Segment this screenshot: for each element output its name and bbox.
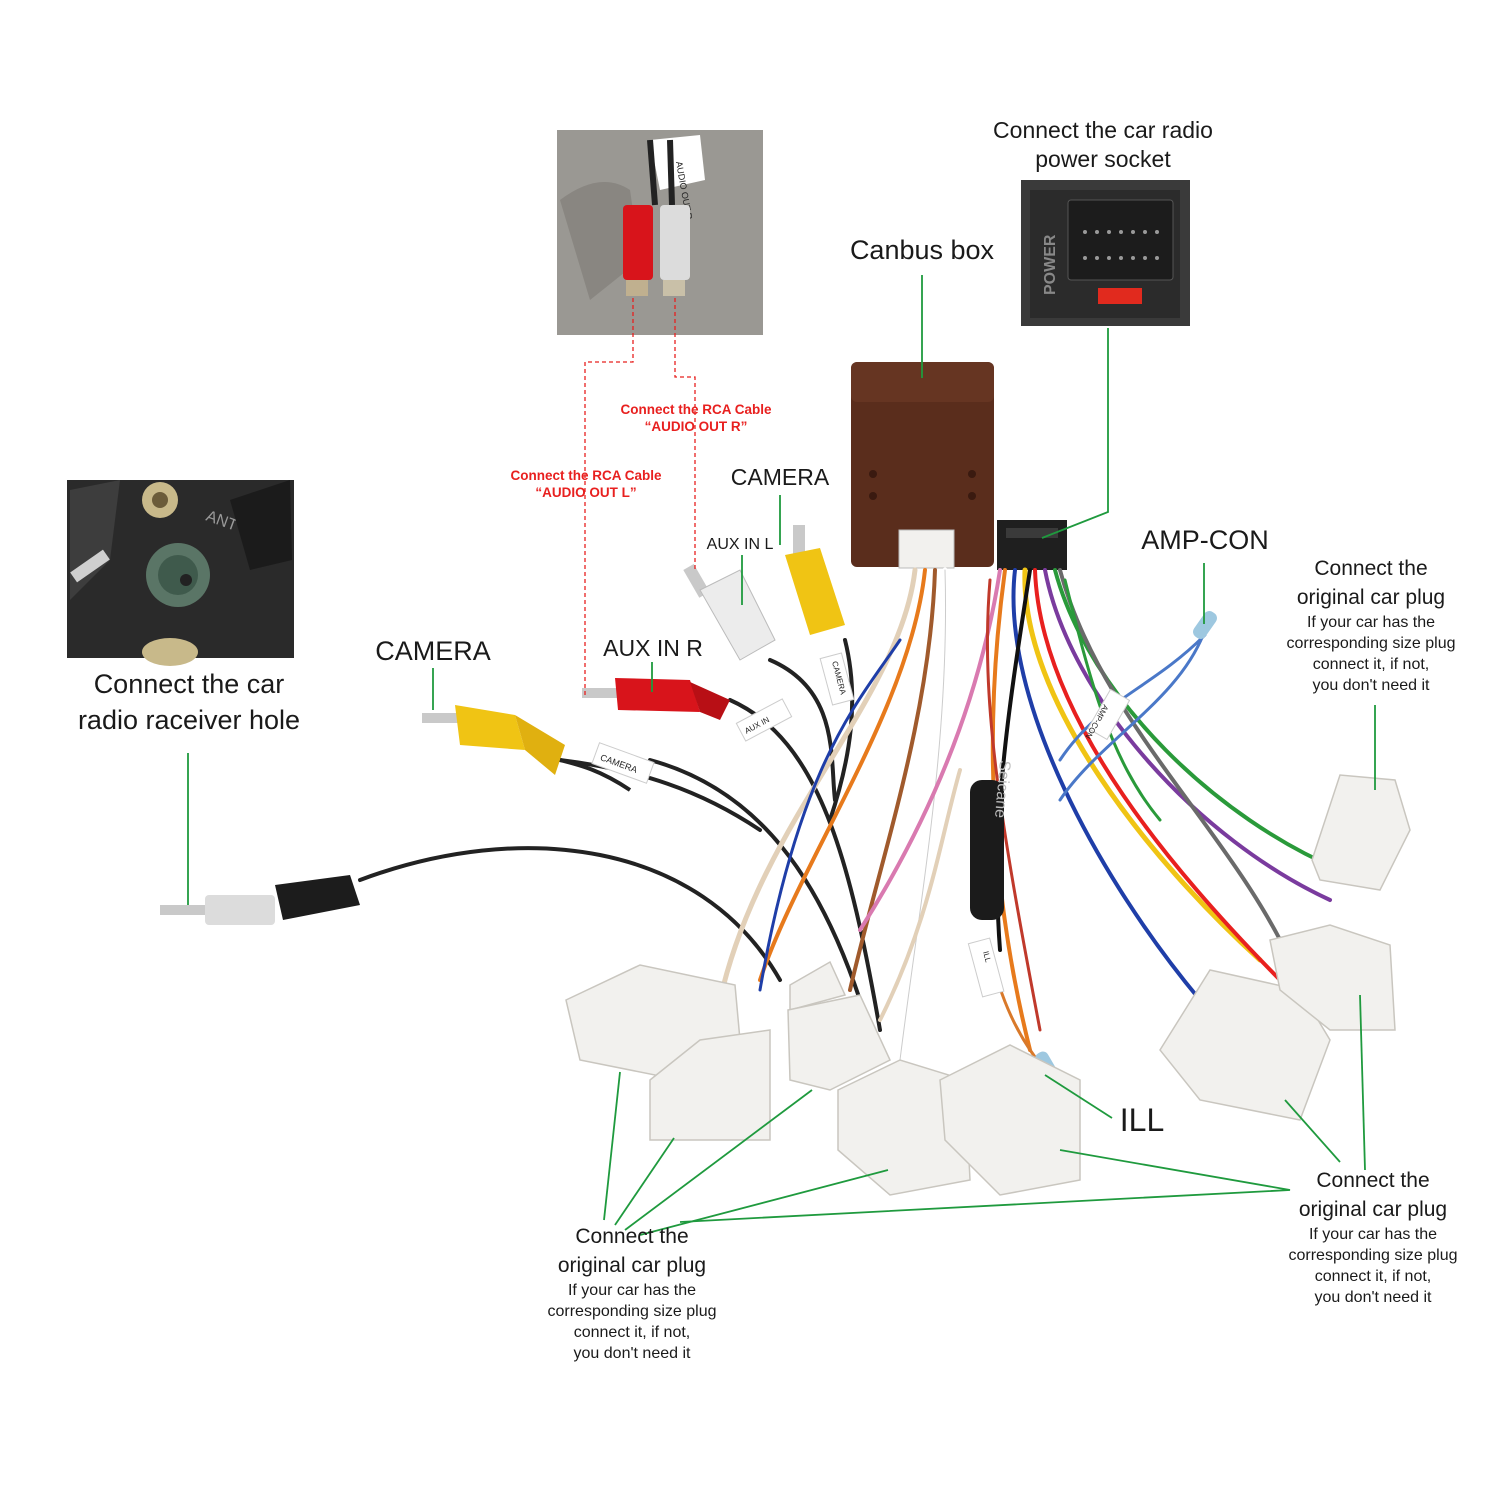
- camera-rca-top: CAMERA: [785, 525, 855, 706]
- aux-in-l-label: AUX IN L: [706, 536, 774, 553]
- camera-left-label: CAMERA: [375, 636, 491, 666]
- camera-top-label: CAMERA: [730, 464, 830, 490]
- plug-note-right-top-note4: you don't need it: [1312, 677, 1430, 694]
- plug-note-right-top-note3: connect it, if not,: [1312, 656, 1430, 673]
- plug-note-bottom-right-note2: corresponding size plug: [1288, 1247, 1458, 1264]
- ill-wire-tag-bg: [967, 937, 1005, 998]
- ill-wire-tag: ILL: [981, 950, 993, 964]
- canbus-box: [851, 362, 1067, 570]
- radio-receiver-line2: radio raceiver hole: [77, 705, 301, 735]
- aux-in-l-rca: AUX IN: [683, 564, 793, 742]
- plug-note-right-top-note1: If your car has the: [1306, 614, 1436, 631]
- audio-out-photo: AUDIO OUT R: [557, 130, 763, 335]
- amp-con-label: AMP-CON: [1141, 525, 1269, 555]
- rca-out-l-label: Connect the RCA Cable “AUDIO OUT L”: [486, 467, 686, 501]
- plug-note-right-top: Connect the original car plug If your ca…: [1262, 554, 1480, 696]
- rca-dashed-leaders: [584, 298, 696, 695]
- power-socket-label-line1: Connect the car radio: [993, 117, 1213, 143]
- aux-in-r-rca: [582, 678, 730, 720]
- connector-g: [1269, 924, 1396, 1031]
- socket-power-tag: POWER: [1042, 234, 1059, 295]
- rca-out-r-line1: Connect the RCA Cable: [620, 402, 772, 417]
- camera-rca-left: CAMERA: [422, 705, 655, 792]
- power-socket-photo: POWER: [1021, 180, 1190, 326]
- ill-label: ILL: [1119, 1102, 1165, 1138]
- radio-receiver-label: Connect the car radio raceiver hole: [48, 666, 330, 738]
- plug-note-bottom-center: Connect the original car plug If your ca…: [520, 1222, 744, 1364]
- plug-note-bottom-right-note3: connect it, if not,: [1314, 1268, 1432, 1285]
- plug-note-bottom-center-note1: If your car has the: [567, 1282, 697, 1299]
- connector-h: [1311, 774, 1411, 891]
- aux-in-r-label: AUX IN R: [603, 635, 703, 661]
- connector-f: [1159, 969, 1331, 1121]
- amp-wire-tag-bg: [1087, 688, 1131, 741]
- plug-note-bottom-center-note3: connect it, if not,: [573, 1324, 691, 1341]
- rca-out-l-line2: “AUDIO OUT L”: [535, 485, 637, 500]
- connector-e: [939, 1044, 1081, 1196]
- green-leaders: [187, 275, 1376, 1236]
- plug-note-bottom-right: Connect the original car plug If your ca…: [1262, 1166, 1484, 1308]
- plug-note-bottom-center-title2: original car plug: [557, 1254, 707, 1277]
- plug-note-right-top-title2: original car plug: [1296, 586, 1446, 609]
- rca-out-r-line2: “AUDIO OUT R”: [644, 419, 748, 434]
- plug-note-bottom-center-note2: corresponding size plug: [547, 1303, 717, 1320]
- plug-note-right-top-title1: Connect the: [1314, 557, 1428, 580]
- radio-receiver-line1: Connect the car: [93, 669, 285, 699]
- plug-note-bottom-right-note4: you don't need it: [1314, 1289, 1432, 1306]
- plug-note-bottom-center-title1: Connect the: [575, 1225, 689, 1248]
- connector-c-top: [789, 960, 847, 1011]
- connector-d: [837, 1059, 971, 1196]
- canbus-box-label: Canbus box: [849, 235, 995, 265]
- rca-out-r-label: Connect the RCA Cable “AUDIO OUT R”: [596, 401, 796, 435]
- power-socket-label-line2: power socket: [1035, 146, 1171, 172]
- plug-note-bottom-right-note1: If your car has the: [1308, 1226, 1438, 1243]
- power-socket-label: Connect the car radio power socket: [974, 116, 1232, 174]
- plug-note-bottom-right-title1: Connect the: [1316, 1169, 1430, 1192]
- connector-b: [649, 1029, 771, 1141]
- plug-note-bottom-center-note4: you don't need it: [573, 1345, 691, 1362]
- radio-hole-photo: ANT: [67, 480, 294, 666]
- rca-out-l-line1: Connect the RCA Cable: [510, 468, 662, 483]
- bottom-connectors: [565, 774, 1411, 1196]
- plug-note-bottom-right-title2: original car plug: [1298, 1198, 1448, 1221]
- connector-c: [787, 994, 891, 1091]
- plug-note-right-top-note2: corresponding size plug: [1286, 635, 1456, 652]
- antenna-plug: [160, 875, 360, 925]
- brand-wire-tag: Seicane: [991, 760, 1013, 819]
